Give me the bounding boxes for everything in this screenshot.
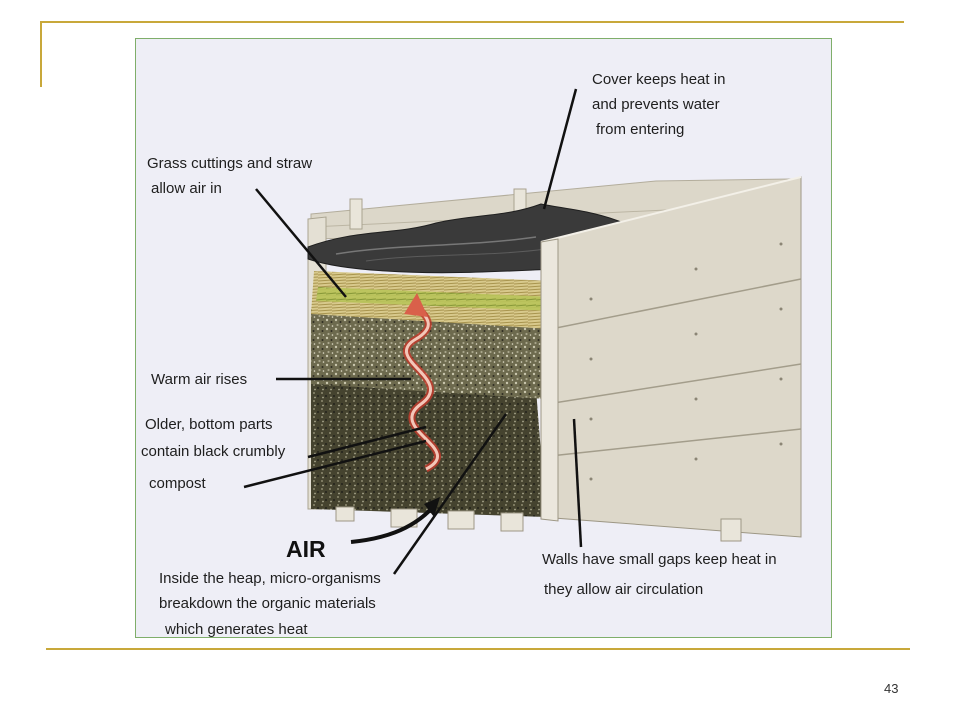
grass-layer bbox=[316, 287, 554, 311]
label-inside-line-2: breakdown the organic materials bbox=[159, 595, 376, 612]
leader-walls bbox=[572, 418, 583, 548]
label-grass-line-2: allow air in bbox=[151, 180, 222, 197]
label-walls-line-2: they allow air circulation bbox=[544, 581, 704, 598]
leader-grass bbox=[255, 188, 347, 298]
bottom-rule bbox=[46, 648, 910, 650]
leader-inside bbox=[392, 413, 508, 575]
leader-older bbox=[307, 425, 427, 459]
label-inside-line-1: Inside the heap, micro-organisms bbox=[159, 570, 381, 587]
label-walls-line-1: Walls have small gaps keep heat in bbox=[542, 551, 777, 568]
label-grass-line-1: Grass cuttings and straw bbox=[147, 155, 313, 172]
left-rule bbox=[40, 21, 42, 87]
page-number: 43 bbox=[884, 681, 899, 696]
compost-layer-bottom bbox=[311, 379, 546, 517]
air-arrow bbox=[350, 505, 435, 544]
label-cover-line-1: Cover keeps heat in bbox=[592, 71, 726, 88]
compost-bin-diagram: Cover keeps heat in and prevents water f… bbox=[135, 38, 832, 638]
label-cover-line-2: and prevents water bbox=[592, 96, 720, 113]
label-older-line-1: Older, bottom parts bbox=[145, 416, 273, 433]
label-inside-line-3: which generates heat bbox=[165, 621, 308, 638]
warm-air-arrowhead bbox=[404, 293, 428, 317]
label-older-line-3: compost bbox=[149, 475, 206, 492]
label-warm-air: Warm air rises bbox=[151, 371, 248, 388]
leader-compost bbox=[243, 439, 427, 489]
label-cover-line-3: from entering bbox=[596, 121, 685, 138]
top-rule bbox=[40, 21, 904, 23]
leader-cover bbox=[542, 88, 578, 210]
label-older-line-2: contain black crumbly bbox=[141, 443, 286, 460]
label-air: AIR bbox=[286, 536, 326, 562]
compost-bin-illustration bbox=[243, 88, 802, 575]
compost-layer-middle bbox=[311, 309, 551, 399]
